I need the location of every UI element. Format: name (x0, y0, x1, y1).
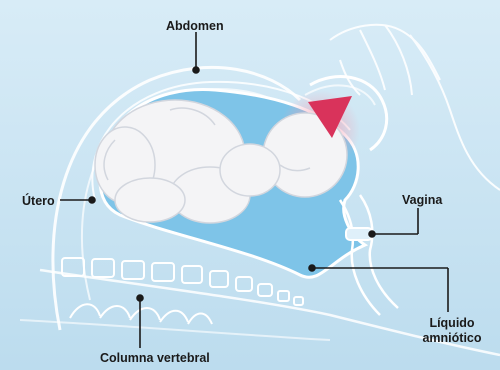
uterus-label: Útero (22, 194, 55, 209)
amniotic-fluid-label: Líquido amniótico (412, 316, 492, 346)
amniotic-fluid-label-line2: amniótico (412, 331, 492, 346)
abdomen-label: Abdomen (166, 19, 224, 34)
spine-label: Columna vertebral (100, 351, 210, 366)
cervix (346, 228, 372, 240)
amniotic-fluid-label-line1: Líquido (412, 316, 492, 331)
vagina-label: Vagina (402, 193, 442, 208)
